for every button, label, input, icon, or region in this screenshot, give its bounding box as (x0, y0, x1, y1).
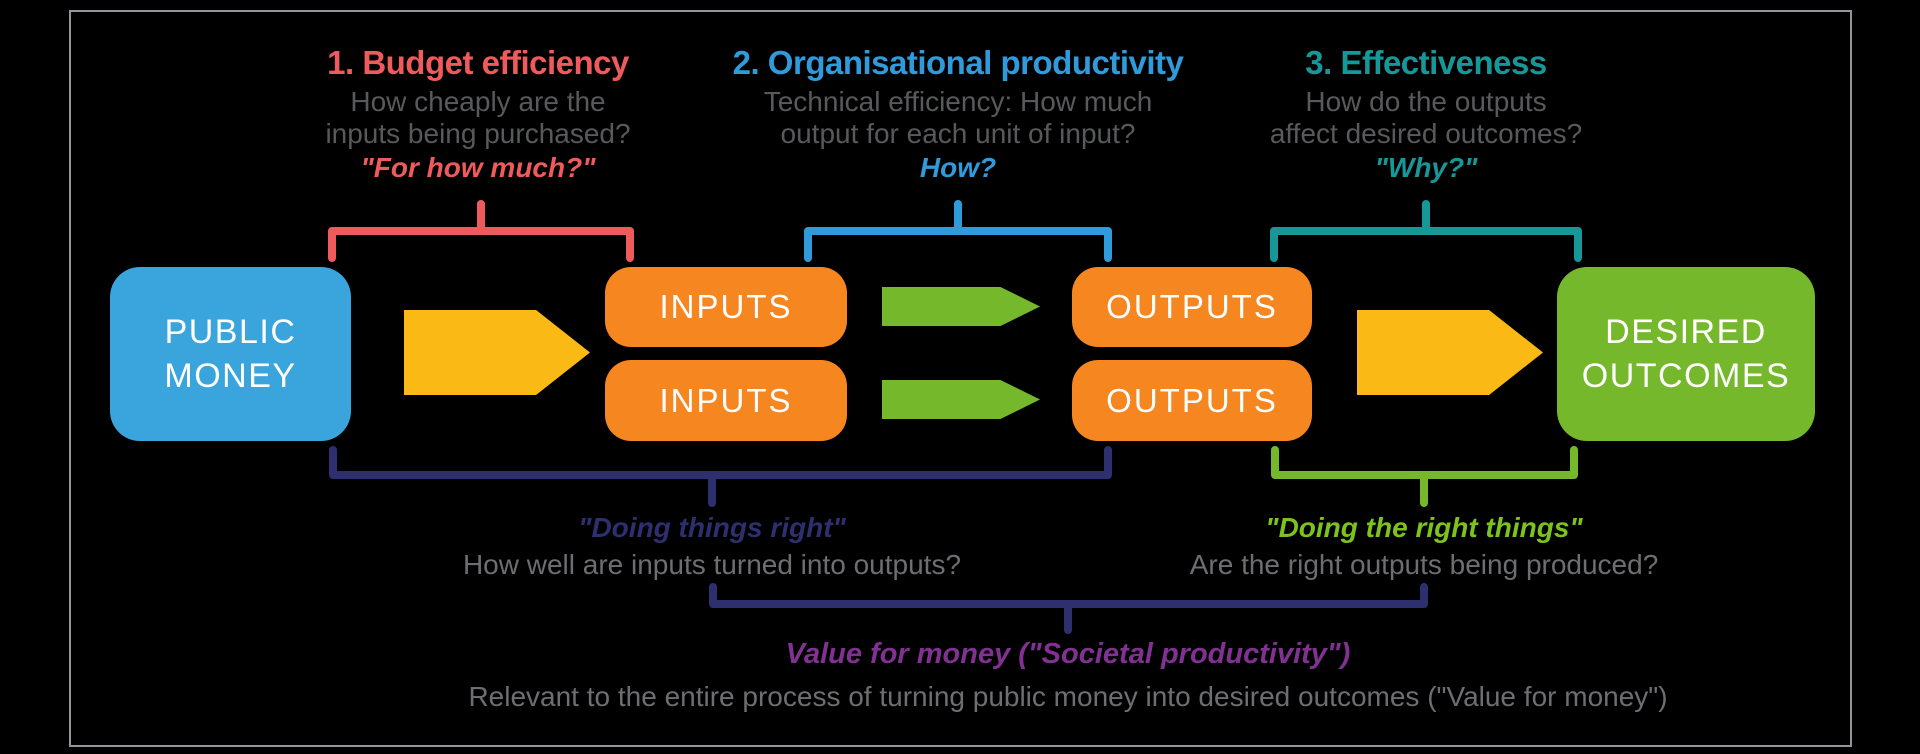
outputs-box-top: OUTPUTS (1072, 267, 1312, 347)
section-title-organisational-productivity: 2. Organisational productivity (732, 44, 1184, 81)
efficiency-quote: "Doing things right" (578, 512, 846, 543)
outputs-box-bottom: OUTPUTS (1072, 360, 1312, 441)
public-money-label-line1: PUBLIC (164, 313, 297, 351)
section-title-effectiveness: 3. Effectiveness (1305, 44, 1547, 81)
value-for-money-subtext: Relevant to the entire process of turnin… (468, 681, 1668, 712)
section-desc-line2: inputs being purchased? (325, 118, 631, 149)
section-quote: How? (919, 152, 997, 183)
diagram-frame (69, 10, 1852, 747)
organisational-productivity-bracket (804, 200, 1112, 262)
section-desc-line1: How do the outputs (1305, 86, 1547, 117)
inputs-label: INPUTS (659, 381, 793, 419)
efficiency-bottom-bracket (329, 446, 1112, 507)
public-money-label-line2: MONEY (164, 357, 297, 395)
desired-outcomes-label-line2: OUTCOMES (1581, 357, 1791, 395)
effectiveness-quote: "Doing the right things" (1265, 512, 1583, 543)
outputs-label: OUTPUTS (1106, 288, 1278, 325)
desired-outcomes-box: DESIRED OUTCOMES (1557, 267, 1815, 441)
section-quote: "For how much?" (360, 152, 596, 183)
effectiveness-question: Are the right outputs being produced? (1189, 549, 1659, 580)
section-desc-line1: Technical efficiency: How much (763, 86, 1153, 117)
effectiveness-bottom-bracket (1271, 446, 1578, 507)
value-for-money-bracket (709, 583, 1428, 634)
value-for-money-heading: Value for money ("Societal productivity"… (785, 638, 1351, 670)
efficiency-question: How well are inputs turned into outputs? (462, 549, 962, 580)
section-desc-line2: affect desired outcomes? (1269, 118, 1583, 149)
section-desc-line1: How cheaply are the (350, 86, 606, 117)
outputs-label: OUTPUTS (1106, 381, 1278, 419)
budget-efficiency-bracket (328, 200, 634, 262)
section-quote: "Why?" (1374, 152, 1478, 183)
desired-outcomes-label-line1: DESIRED (1605, 313, 1767, 351)
inputs-box-bottom: INPUTS (605, 360, 847, 441)
effectiveness-bracket (1270, 200, 1582, 262)
section-title-budget-efficiency: 1. Budget efficiency (327, 44, 629, 81)
inputs-box-top: INPUTS (605, 267, 847, 347)
section-desc-line2: output for each unit of input? (780, 118, 1136, 149)
inputs-label: INPUTS (659, 288, 793, 325)
public-money-box: PUBLIC MONEY (110, 267, 351, 441)
